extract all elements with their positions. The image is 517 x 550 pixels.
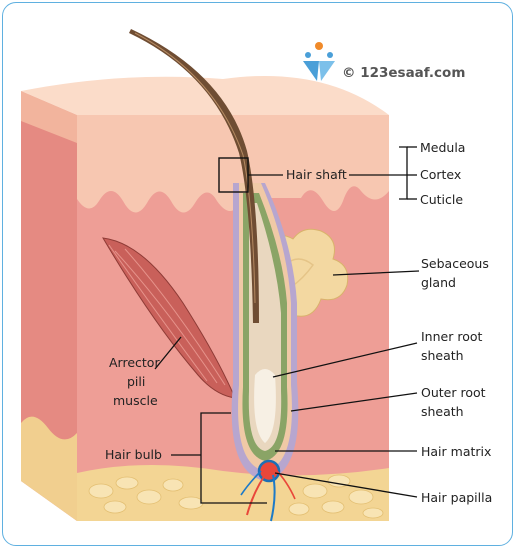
leader-lines [154, 146, 420, 504]
label-cuticle: Cuticle [420, 192, 463, 207]
label-arrector-line3: muscle [113, 393, 158, 408]
label-arrector-line1: Arrector [109, 355, 160, 370]
fat-cells [88, 474, 384, 519]
label-hair-bulb: Hair bulb [105, 447, 162, 462]
label-inner-root-line1: Inner root [421, 329, 482, 344]
gland-detail [284, 258, 315, 288]
skin-surface [21, 75, 389, 115]
label-outer-root-line1: Outer root [421, 385, 486, 400]
label-cortex: Cortex [420, 167, 461, 182]
hair-follicle-diagram: © 123esaaf.com [21, 29, 492, 522]
side-epidermis [21, 91, 77, 143]
label-sebaceous-line1: Sebaceous [421, 256, 489, 271]
hair-shaft-highlight [134, 32, 256, 304]
watermark-text: © 123esaaf.com [342, 65, 465, 81]
hair-matrix-region [254, 369, 276, 443]
label-outer-root-line2: sheath [421, 404, 464, 419]
logo-icon [303, 42, 335, 81]
label-hair-shaft: Hair shaft [286, 167, 347, 182]
label-hair-papilla: Hair papilla [421, 490, 492, 505]
diagram-frame: © 123esaaf.com [2, 2, 513, 546]
hair-papilla [240, 459, 296, 522]
side-fat [21, 416, 77, 521]
label-inner-root-line2: sheath [421, 348, 464, 363]
label-medula: Medula [420, 140, 465, 155]
epidermis [77, 115, 389, 213]
label-hair-matrix: Hair matrix [421, 444, 491, 459]
label-arrector-line2: pili [127, 374, 145, 389]
label-sebaceous-line2: gland [421, 275, 456, 290]
block-side-face [21, 91, 77, 521]
